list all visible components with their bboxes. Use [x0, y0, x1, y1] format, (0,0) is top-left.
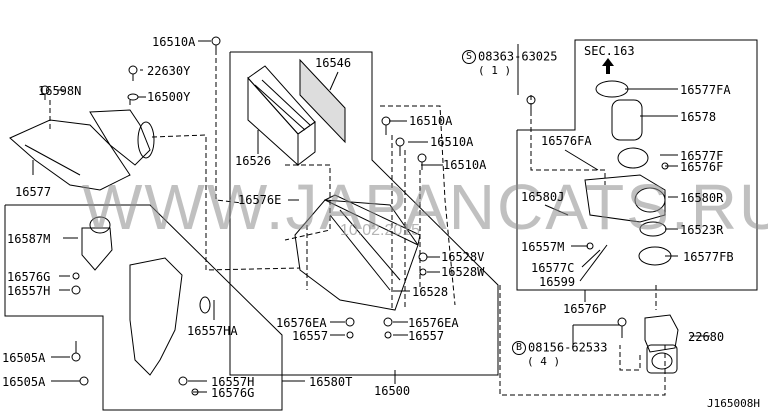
lower-duct-16580T	[81, 216, 211, 376]
fastener-S-qty: ( 1 )	[478, 64, 512, 77]
diagram-code: J165008H	[707, 397, 760, 410]
fastener-B-qty: ( 4 )	[527, 355, 561, 368]
part-label-16578[interactable]: 16578	[680, 110, 717, 124]
part-label-16526[interactable]: 16526	[235, 154, 272, 168]
part-label-16576P[interactable]: 16576P	[563, 302, 607, 316]
box-filter-element	[229, 51, 499, 376]
part-label-16577F[interactable]: 16577F	[680, 149, 724, 163]
filter-mesh-16546	[299, 58, 346, 144]
fastener-part-number: 08363-63025	[478, 49, 558, 64]
part-label-16505A-1[interactable]: 16505A	[2, 351, 46, 365]
air-flow-meter-16580R	[584, 174, 672, 266]
part-label-16528[interactable]: 16528	[412, 285, 449, 299]
part-label-16557M[interactable]: 16557M	[521, 240, 565, 254]
part-label-22680[interactable]: 22680	[688, 330, 725, 344]
part-label-16580J[interactable]: 16580J	[521, 190, 565, 204]
part-label-16580T[interactable]: 16580T	[309, 375, 353, 389]
box-lower-housing	[4, 204, 283, 411]
sec-arrow-icon	[602, 58, 614, 74]
standard-part-symbol-icon: S	[462, 50, 476, 64]
part-label-16598N[interactable]: 16598N	[38, 84, 82, 98]
filter-element-16526	[247, 65, 316, 167]
part-label-16528W[interactable]: 16528W	[441, 265, 485, 279]
part-label-16510A-top[interactable]: 16510A	[152, 35, 196, 49]
throttle-body-22680	[644, 314, 679, 374]
bolt-symbol-icon: B	[512, 341, 526, 355]
part-label-16577FB[interactable]: 16577FB	[683, 250, 734, 264]
part-label-16557H-bottom[interactable]: 16557H	[211, 375, 255, 389]
date-stamp: 10.02.2015	[340, 222, 421, 239]
box-duct-assembly	[516, 39, 758, 291]
upper-housing-16577	[9, 109, 155, 191]
fastener-part-number: 08156-62533	[528, 340, 608, 355]
part-label-16528V[interactable]: 16528V	[441, 250, 485, 264]
part-label-16546[interactable]: 16546	[315, 56, 352, 70]
part-label-16577FA[interactable]: 16577FA	[680, 83, 731, 97]
part-label-16510A-1[interactable]: 16510A	[409, 114, 453, 128]
part-label-16576FA[interactable]: 16576FA	[541, 134, 592, 148]
part-label-16576EA-right[interactable]: 16576EA	[408, 316, 459, 330]
part-label-16576E[interactable]: 16576E	[238, 193, 282, 207]
part-label-16505A-2[interactable]: 16505A	[2, 375, 46, 389]
part-label-16523R[interactable]: 16523R	[680, 223, 724, 237]
part-label-16580R[interactable]: 16580R	[680, 191, 724, 205]
part-label-16599[interactable]: 16599	[539, 275, 576, 289]
part-label-16510A-3[interactable]: 16510A	[443, 158, 487, 172]
section-reference[interactable]: SEC.163	[584, 44, 635, 58]
part-label-16576EA-left[interactable]: 16576EA	[276, 316, 327, 330]
part-label-16576G-top[interactable]: 16576G	[7, 270, 51, 284]
part-label-16510A-2[interactable]: 16510A	[430, 135, 474, 149]
part-label-16576F[interactable]: 16576F	[680, 160, 724, 174]
part-label-16576G-bottom[interactable]: 16576G	[211, 386, 255, 400]
part-label-16500Y[interactable]: 16500Y	[147, 90, 191, 104]
part-label-16577[interactable]: 16577	[15, 185, 52, 199]
part-label-16500[interactable]: 16500	[374, 384, 411, 398]
air-cleaner-body-16528	[294, 194, 421, 311]
part-label-22630Y[interactable]: 22630Y	[147, 64, 191, 78]
part-label-16557H-top[interactable]: 16557H	[7, 284, 51, 298]
part-label-16557HA[interactable]: 16557HA	[187, 324, 238, 338]
part-label-16587M[interactable]: 16587M	[7, 232, 51, 246]
bolt-icons	[40, 36, 669, 396]
part-label-16577C[interactable]: 16577C	[531, 261, 575, 275]
part-label-16557-left[interactable]: 16557	[292, 329, 329, 343]
part-label-16557-right[interactable]: 16557	[408, 329, 445, 343]
duct-hose-16578	[595, 80, 649, 169]
